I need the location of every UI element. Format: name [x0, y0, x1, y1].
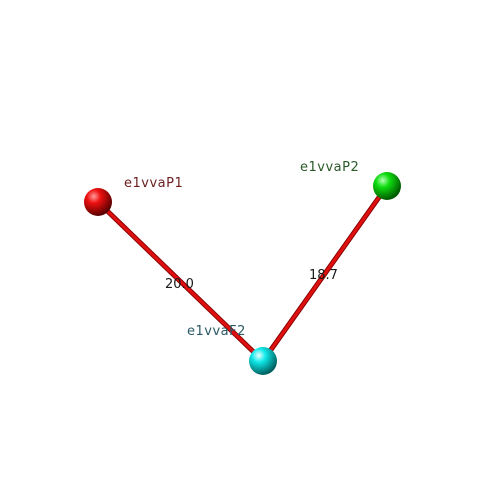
atom-label: e1vvaP2 — [300, 160, 359, 175]
bond-p1-f2: 20.0 — [95, 199, 266, 364]
atom-e1vvaP1[interactable]: e1vvaP1 — [84, 176, 183, 216]
atom-label: e1vvaP1 — [124, 176, 183, 191]
atom-e1vvaF2[interactable]: e1vvaF2 — [187, 324, 277, 375]
bond-distance-label: 18.7 — [309, 268, 338, 283]
bond-p2-f2: 18.7 — [260, 183, 390, 364]
atom-label: e1vvaF2 — [187, 324, 246, 339]
atom-e1vvaP2[interactable]: e1vvaP2 — [300, 160, 401, 200]
bond-distance-label: 20.0 — [165, 277, 194, 292]
